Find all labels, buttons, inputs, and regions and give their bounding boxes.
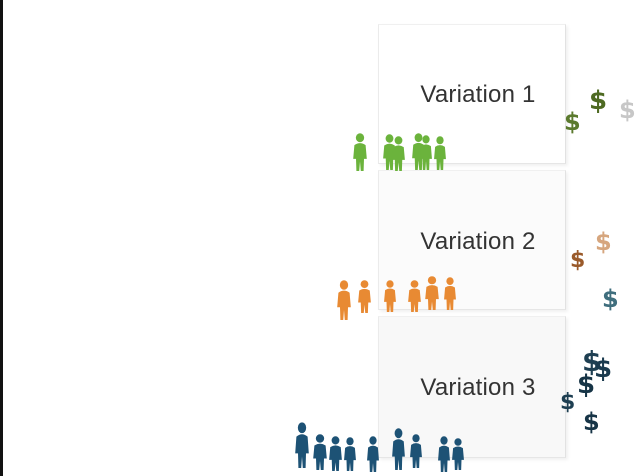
person-icon bbox=[328, 436, 342, 471]
person-icon bbox=[391, 428, 405, 470]
person-icon bbox=[344, 437, 356, 471]
person-icon bbox=[382, 134, 396, 170]
dollar-icon: $ bbox=[560, 390, 576, 415]
person-icon bbox=[384, 280, 396, 312]
person-icon bbox=[444, 277, 456, 310]
dollar-icon: $ bbox=[582, 345, 602, 378]
person-icon bbox=[391, 136, 405, 171]
variation-label: Variation 2 bbox=[420, 228, 536, 255]
person-icon bbox=[367, 436, 379, 472]
dollar-icon: $ bbox=[583, 408, 600, 436]
variation-label: Variation 1 bbox=[420, 81, 536, 108]
person-icon bbox=[313, 434, 327, 470]
dollar-icon: $ bbox=[594, 354, 613, 384]
person-icon bbox=[295, 422, 309, 468]
dollar-icon: $ bbox=[602, 285, 619, 313]
person-icon bbox=[438, 436, 450, 472]
variation-card-2: Variation 2 bbox=[378, 170, 566, 310]
person-icon bbox=[420, 135, 432, 170]
variation-label: Variation 3 bbox=[420, 374, 536, 401]
left-edge-divider bbox=[0, 0, 3, 476]
dollar-icon: $ bbox=[619, 96, 636, 124]
person-icon bbox=[337, 280, 351, 320]
person-icon bbox=[410, 434, 422, 468]
dollar-icon: $ bbox=[564, 108, 581, 136]
dollar-icon: $ bbox=[595, 228, 612, 256]
dollar-icon: $ bbox=[589, 86, 608, 116]
variation-card-3: Variation 3 bbox=[378, 316, 566, 458]
variation-card-1: Variation 1 bbox=[378, 24, 566, 164]
person-icon bbox=[357, 280, 371, 313]
person-icon bbox=[407, 280, 421, 312]
person-icon bbox=[452, 438, 464, 470]
dollar-icon: $ bbox=[570, 248, 586, 273]
person-icon bbox=[434, 136, 446, 170]
dollar-icon: $ bbox=[577, 370, 596, 400]
person-icon bbox=[425, 276, 439, 310]
person-icon bbox=[353, 133, 367, 171]
